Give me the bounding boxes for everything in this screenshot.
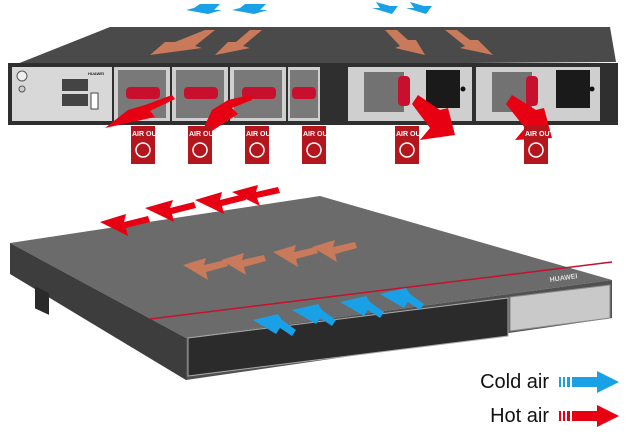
ground-screw-icon — [16, 70, 28, 82]
fan-icon — [528, 142, 544, 158]
cold-air-arrows-rear — [186, 2, 432, 14]
air-out-badge: AIR OUT — [131, 126, 162, 164]
air-out-badge: AIR OUT — [188, 126, 219, 164]
svg-text:AIR OUT: AIR OUT — [396, 131, 426, 138]
usb-port — [90, 92, 99, 110]
svg-text:AIR OUT: AIR OUT — [303, 131, 333, 138]
hot-air-arrow — [232, 185, 280, 206]
hot-air-arrow-icon — [559, 405, 619, 427]
cold-air-arrow — [186, 4, 222, 14]
legend-cold-air: Cold air — [480, 370, 623, 394]
cold-air-arrow — [253, 314, 296, 336]
hot-air-arrows-front — [100, 185, 280, 236]
svg-text:AIR OUT: AIR OUT — [246, 131, 276, 138]
fan-modules — [114, 67, 320, 121]
warm-air-arrow — [183, 258, 228, 280]
svg-text:AIR OUT: AIR OUT — [189, 131, 219, 138]
cold-air-arrow — [340, 296, 384, 318]
air-out-badges: AIR OUT AIR OUT AIR OUT AIR OUT AIR OUT … — [131, 126, 555, 164]
hot-air-arrow — [195, 192, 246, 214]
air-out-badge: AIR OUT — [245, 126, 276, 164]
cold-air-arrows-front — [253, 288, 424, 336]
power-socket — [556, 70, 590, 108]
side-vent — [35, 286, 49, 315]
legend-hot-air: Hot air — [490, 404, 623, 428]
hot-air-arrow — [412, 95, 455, 140]
red-accent-stripe — [149, 261, 613, 320]
warm-air-arrow — [385, 30, 425, 55]
rear-switch-top-surface — [12, 27, 616, 66]
front-brand-text: HUAWEI — [549, 273, 578, 284]
hot-air-arrow — [105, 95, 175, 128]
air-out-badge: AIR OUT — [395, 126, 426, 164]
legend-cold-label: Cold air — [480, 370, 549, 393]
warm-air-arrow — [215, 30, 262, 55]
air-out-badge: AIR OUT — [524, 126, 555, 164]
fan-icon — [306, 142, 322, 158]
fan-icon — [249, 142, 265, 158]
power-socket — [426, 70, 460, 108]
fan-module — [230, 67, 286, 121]
hot-air-arrow — [145, 200, 196, 222]
warm-air-arrow — [273, 245, 318, 267]
warm-air-arrow — [150, 30, 215, 55]
cold-air-arrow — [232, 4, 268, 14]
fan-icon — [399, 142, 415, 158]
front-view-switch: HUAWEI — [10, 196, 613, 380]
air-out-badge: AIR OUT — [302, 126, 333, 164]
front-switch-left-side — [10, 243, 186, 380]
rear-brand-text: HUAWEI — [88, 71, 104, 76]
qsfp-port-block — [509, 284, 611, 332]
svg-text:AIR OUT: AIR OUT — [525, 131, 555, 138]
warm-air-arrows-front — [183, 240, 357, 280]
svg-text:AIR OUT: AIR OUT — [132, 131, 162, 138]
warm-air-arrows-rear — [150, 30, 493, 55]
sfp-port-block — [187, 297, 509, 377]
fan-module — [114, 67, 170, 121]
cold-air-arrow-icon — [559, 371, 619, 393]
mgmt-eth-port — [62, 94, 88, 106]
console-port — [62, 79, 88, 91]
fan-icon — [135, 142, 151, 158]
power-module — [348, 67, 472, 121]
warm-air-arrow — [445, 30, 493, 55]
front-switch-top-surface — [10, 196, 612, 338]
hot-air-arrow — [100, 214, 150, 236]
legend-hot-label: Hot air — [490, 404, 549, 427]
cold-air-arrow — [372, 2, 398, 14]
esd-jack-icon — [18, 85, 26, 93]
warm-air-arrow — [312, 240, 357, 262]
fan-icon — [192, 142, 208, 158]
cold-air-arrow — [292, 304, 336, 326]
fan-module — [288, 67, 320, 121]
cold-air-arrow — [380, 288, 424, 310]
cold-air-arrow — [406, 2, 432, 14]
warm-air-arrow — [221, 253, 266, 275]
